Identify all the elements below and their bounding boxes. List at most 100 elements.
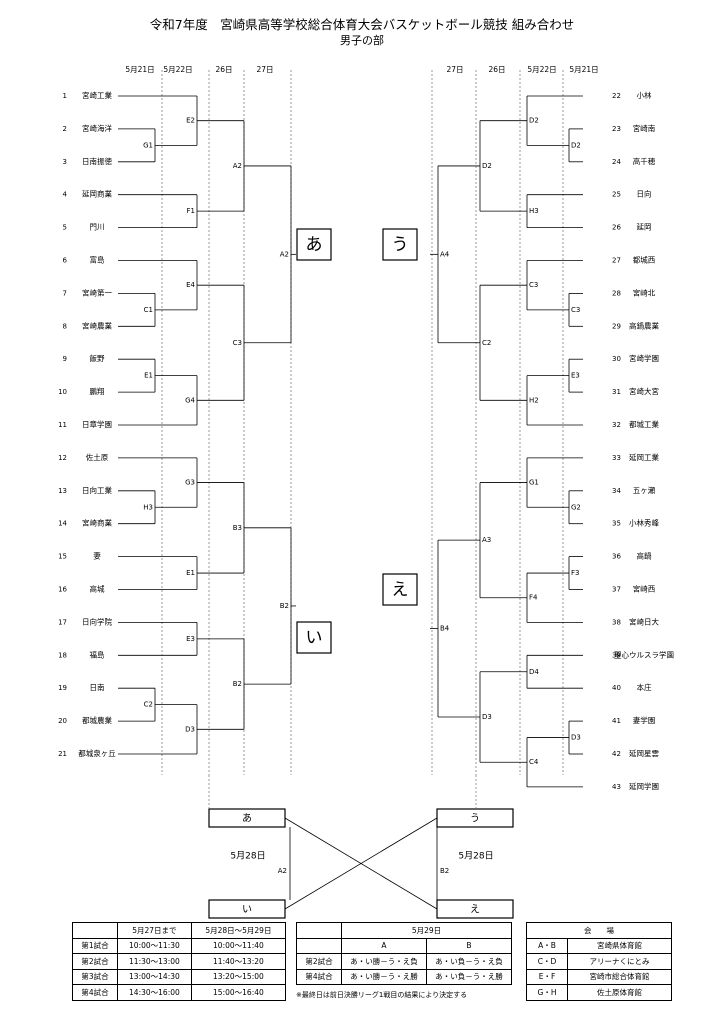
team-name: 宮崎南 (633, 123, 656, 133)
team-name: 日章学園 (82, 419, 112, 429)
team-name: 日南振徳 (82, 156, 112, 166)
schedule-header-cell (72, 922, 118, 939)
team-name: 妻 (93, 551, 101, 561)
day29-cell: 第4試合 (296, 968, 342, 985)
team-number: 12 (58, 454, 67, 462)
page-subtitle: 男子の部 (340, 34, 384, 47)
schedule-cell: 第1試合 (72, 937, 118, 954)
team-name: 高鍋 (637, 551, 652, 561)
team-name: 佐土原 (86, 452, 109, 462)
court-label: C3 (529, 281, 538, 289)
team-number: 2 (63, 125, 67, 133)
court-label: G3 (185, 479, 195, 487)
table-row: 第1試合 10:00～11:30 10:00～11:40 (72, 937, 287, 954)
venue-cell: G・H (526, 984, 568, 1001)
team-number: 28 (612, 289, 621, 297)
team-number: 33 (612, 454, 621, 462)
table-row: 第2試合 11:30～13:00 11:40～13:20 (72, 953, 287, 970)
court-label: G1 (143, 141, 153, 149)
table-row: G・H 佐土原体育館 (526, 984, 672, 1001)
team-name: 小林秀峰 (629, 518, 659, 528)
team-name: 宮崎商業 (82, 518, 112, 528)
team-number: 18 (58, 651, 67, 659)
court-label: B3 (233, 524, 242, 532)
team-number: 40 (612, 684, 621, 692)
team-name: 五ヶ瀬 (633, 485, 656, 495)
day29-title: 5月29日 (341, 922, 512, 939)
team-name: 聖心ウルスラ学園 (614, 649, 674, 659)
team-number: 14 (58, 520, 67, 528)
team-number: 32 (612, 421, 621, 429)
day29-cell: あ・い勝－う・え負 (341, 953, 427, 970)
team-name: 宮崎農業 (82, 320, 112, 330)
schedule-cell: 13:00～14:30 (117, 968, 192, 985)
day29-blank-cell (296, 922, 342, 939)
schedule-table: 5月27日まで 5月28日～5月29日 第1試合 10:00～11:30 10:… (72, 922, 287, 1001)
team-number: 24 (612, 158, 621, 166)
day29-cell: あ・い負－う・え負 (426, 953, 512, 970)
date-header: 27日 (256, 65, 273, 74)
final-label: う (470, 813, 480, 825)
team-number: 27 (612, 257, 621, 265)
venue-cell: C・D (526, 953, 568, 970)
court-label: F1 (187, 207, 195, 215)
team-name: 都城西 (633, 256, 656, 265)
team-number: 8 (63, 322, 67, 330)
team-number: 35 (612, 520, 621, 528)
day29-header-cell (296, 937, 342, 954)
team-number: 1 (63, 92, 67, 100)
court-label: D2 (571, 141, 581, 149)
team-number: 41 (612, 717, 621, 725)
block-box-u (382, 228, 418, 261)
final-date: 5月28日 (230, 851, 265, 862)
final-label: あ (242, 813, 252, 825)
team-number: 30 (612, 355, 621, 363)
team-number: 37 (612, 586, 621, 594)
court-label: G1 (529, 479, 539, 487)
table-row: 第4試合 14:30～16:00 15:00～16:40 (72, 984, 287, 1001)
team-number: 43 (612, 783, 621, 791)
date-header: 5月22日 (527, 65, 556, 74)
team-name: 延岡学園 (629, 781, 659, 791)
team-number: 23 (612, 125, 621, 133)
final-cross-line (284, 817, 438, 910)
team-number: 20 (58, 717, 67, 725)
team-name: 宮崎西 (633, 584, 656, 594)
team-name: 宮崎北 (633, 287, 656, 297)
schedule-header-cell: 5月27日まで (117, 922, 192, 939)
date-header: 5月22日 (163, 65, 192, 74)
schedule-cell: 第2試合 (72, 953, 118, 970)
court-label: E1 (144, 372, 153, 380)
court-label: H3 (529, 207, 539, 215)
team-name: 宮崎第一 (82, 287, 112, 297)
day29-table: 5月29日 A B 第2試合 あ・い勝－う・え負 あ・い負－う・え負 第4試合 … (296, 922, 512, 985)
team-number: 4 (63, 191, 68, 199)
team-name: 都城泉ヶ丘 (78, 748, 116, 758)
table-row: A・B 宮崎県体育館 (526, 937, 672, 954)
court-label: F3 (571, 569, 579, 577)
venue-title: 会 場 (526, 922, 672, 939)
final-label: え (470, 904, 480, 916)
venue-cell: A・B (526, 937, 568, 954)
court-label: B4 (440, 625, 450, 633)
schedule-cell: 11:30～13:00 (117, 953, 192, 970)
team-number: 42 (612, 750, 621, 758)
final-date: 5月28日 (458, 851, 493, 862)
court-label: B2 (280, 602, 289, 610)
court-label: E1 (186, 569, 195, 577)
court-label: B2 (233, 680, 242, 688)
venue-cell: E・F (526, 968, 568, 985)
team-number: 16 (58, 586, 67, 594)
team-name: 日向工業 (82, 485, 112, 495)
date-header: 27日 (446, 65, 463, 74)
date-header: 26日 (215, 65, 232, 74)
team-number: 29 (612, 322, 621, 330)
schedule-cell: 第3試合 (72, 968, 118, 985)
court-label: E3 (186, 635, 195, 643)
table-row: 5月27日まで 5月28日～5月29日 (72, 922, 287, 939)
team-number: 25 (612, 191, 621, 199)
schedule-cell: 14:30～16:00 (117, 984, 192, 1001)
team-number: 10 (58, 388, 67, 396)
team-number: 36 (612, 553, 621, 561)
